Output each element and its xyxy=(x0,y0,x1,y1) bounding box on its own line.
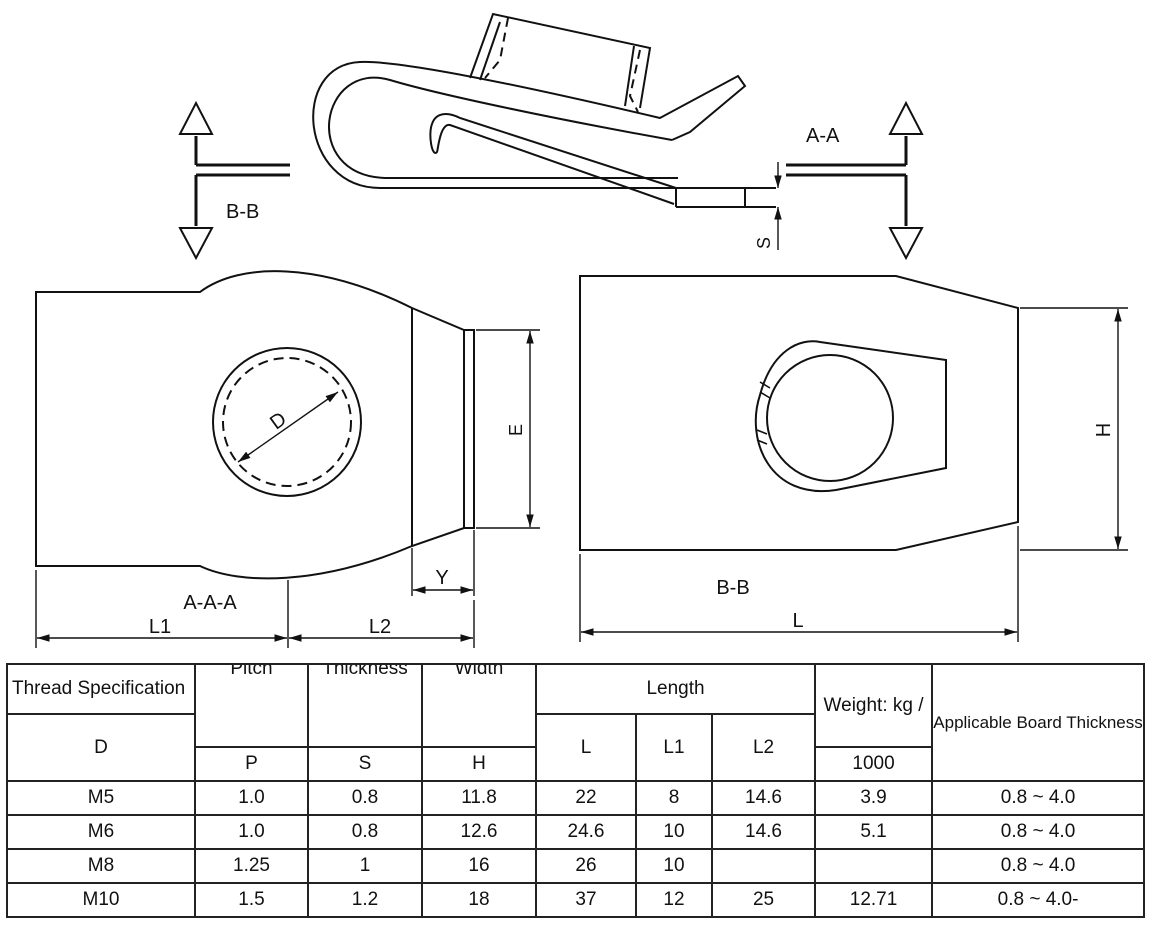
cell-d: M8 xyxy=(6,848,196,884)
cell-s: 1.2 xyxy=(307,882,423,918)
cell-board: 0.8 ~ 4.0- xyxy=(931,882,1146,918)
symbol-d: D xyxy=(6,713,196,782)
header-weight-unit: 1000 xyxy=(814,746,934,782)
cell-l: 26 xyxy=(535,848,637,884)
cell-p: 1.0 xyxy=(194,780,309,816)
cell-weight: 3.9 xyxy=(814,780,934,816)
dim-d xyxy=(237,391,339,463)
cell-board: 0.8 ~ 4.0 xyxy=(931,814,1146,850)
cell-l1: 10 xyxy=(635,848,713,884)
header-width: Width xyxy=(421,663,537,748)
dim-s-label: S xyxy=(754,237,774,249)
cell-l2: 25 xyxy=(710,882,817,918)
cell-h: 12.6 xyxy=(421,814,537,850)
cell-h: 16 xyxy=(421,848,537,884)
spec-table: Thread Specification Pitch Thickness Wid… xyxy=(6,663,1146,918)
cell-l2: 14.6 xyxy=(710,814,817,850)
cell-s: 1 xyxy=(307,848,423,884)
header-board-thickness: Applicable Board Thickness xyxy=(931,663,1146,782)
dim-e-label: E xyxy=(506,424,526,436)
section-aa-label: A-A xyxy=(806,125,840,147)
cell-l: 24.6 xyxy=(535,814,637,850)
header-weight: Weight: kg / xyxy=(814,663,934,748)
cell-l2 xyxy=(710,848,817,884)
cell-h: 11.8 xyxy=(421,780,537,816)
dim-l xyxy=(579,526,1019,642)
view-bb-outline xyxy=(579,275,1019,551)
cell-d: M6 xyxy=(6,814,196,850)
cell-weight xyxy=(814,848,934,884)
cell-l: 37 xyxy=(535,882,637,918)
cell-l1: 10 xyxy=(635,814,713,850)
cell-l1: 8 xyxy=(635,780,713,816)
cell-d: M5 xyxy=(6,780,196,816)
cell-board: 0.8 ~ 4.0 xyxy=(931,848,1146,884)
dim-y xyxy=(411,530,475,596)
symbol-l1: L1 xyxy=(635,713,713,782)
dim-d-label: D xyxy=(266,408,291,434)
cell-s: 0.8 xyxy=(307,814,423,850)
header-length: Length xyxy=(534,663,817,715)
dim-l1-l2 xyxy=(35,570,475,648)
cell-l: 22 xyxy=(535,780,637,816)
header-pitch: Pitch xyxy=(194,663,309,748)
view-aaa-outline xyxy=(35,270,475,580)
side-profile-view xyxy=(312,12,776,208)
symbol-s: S xyxy=(307,746,423,782)
cell-p: 1.25 xyxy=(194,848,309,884)
header-thickness: Thickness xyxy=(307,663,423,748)
view-aaa-label: A-A-A xyxy=(183,592,237,614)
symbol-h: H xyxy=(421,746,537,782)
cell-l2: 14.6 xyxy=(710,780,817,816)
dim-l1-label: L1 xyxy=(149,616,171,638)
dim-l2-label: L2 xyxy=(369,616,391,638)
cell-weight: 12.71 xyxy=(814,882,934,918)
dim-h xyxy=(1020,307,1128,551)
cell-p: 1.5 xyxy=(194,882,309,918)
cell-h: 18 xyxy=(421,882,537,918)
section-bb-label: B-B xyxy=(226,201,259,223)
header-thread-spec: Thread Specification xyxy=(6,663,196,715)
cell-weight: 5.1 xyxy=(814,814,934,850)
dim-l-label: L xyxy=(792,610,803,632)
view-bb-label: B-B xyxy=(716,577,749,599)
dim-h-label: H xyxy=(1093,423,1115,437)
cell-d: M10 xyxy=(6,882,196,918)
cell-s: 0.8 xyxy=(307,780,423,816)
symbol-p: P xyxy=(194,746,309,782)
dim-y-label: Y xyxy=(435,567,448,589)
symbol-l2: L2 xyxy=(710,713,817,782)
dim-e xyxy=(476,329,540,529)
section-arrow-bb xyxy=(178,100,290,261)
section-arrow-aa xyxy=(786,100,924,261)
cell-l1: 12 xyxy=(635,882,713,918)
symbol-l: L xyxy=(535,713,637,782)
cell-board: 0.8 ~ 4.0 xyxy=(931,780,1146,816)
cell-p: 1.0 xyxy=(194,814,309,850)
technical-drawing: S B-B A-A D E xyxy=(35,12,1128,648)
